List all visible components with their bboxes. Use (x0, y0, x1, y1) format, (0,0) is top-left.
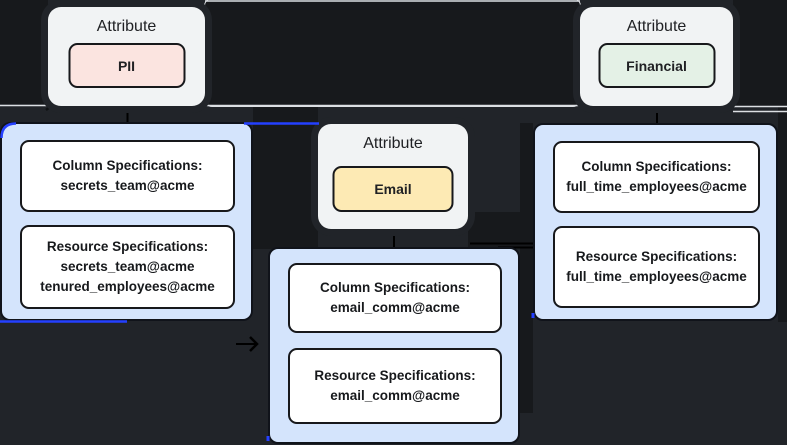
column-spec-value: email_comm@acme (330, 300, 460, 315)
attribute-pill-financial[interactable]: Financial (598, 43, 715, 88)
arrowhead-right-icon (249, 336, 259, 352)
dim-panel-between-containers (520, 123, 533, 413)
spec-container-secrets-team[interactable]: Column Specifications: secrets_team@acme… (0, 122, 253, 321)
resource-spec-title: Resource Specifications: (575, 248, 738, 264)
column-spec-value: full_time_employees@acme (566, 179, 747, 194)
resource-spec-title: Resource Specifications: (46, 238, 209, 254)
dim-panel-left-of-email (253, 107, 318, 249)
dim-panel-top-left (0, 0, 48, 104)
attribute-node-pii[interactable]: Attribute PII (48, 7, 205, 106)
column-spec-box[interactable]: Column Specifications: full_time_employe… (553, 141, 760, 213)
dim-panel-top-center (204, 0, 581, 107)
resource-spec-value: secrets_team@acme (60, 258, 195, 274)
attribute-node-email[interactable]: Attribute Email (318, 124, 468, 229)
resource-spec-value: tenured_employees@acme (40, 279, 215, 295)
attribute-node-title: Attribute (626, 18, 687, 35)
column-spec-title: Column Specifications: (581, 158, 732, 174)
column-spec-title: Column Specifications: (319, 279, 471, 295)
resource-spec-value: email_comm@acme (330, 388, 460, 403)
resource-spec-box[interactable]: Resource Specifications: full_time_emplo… (553, 226, 760, 308)
spec-container-full-time-employees[interactable]: Column Specifications: full_time_employe… (533, 123, 778, 321)
resource-spec-box[interactable]: Resource Specifications: secrets_team@ac… (20, 225, 235, 309)
attribute-node-title: Attribute (363, 135, 423, 152)
attribute-node-title: Attribute (96, 18, 157, 35)
column-spec-box[interactable]: Column Specifications: email_comm@acme (288, 263, 502, 333)
dim-panel-top-right (733, 0, 787, 106)
column-spec-value: secrets_team@acme (60, 178, 195, 193)
spec-container-email-comm[interactable]: Column Specifications: email_comm@acme R… (268, 247, 520, 444)
column-spec-box[interactable]: Column Specifications: secrets_team@acme (20, 140, 235, 212)
attribute-pill-pii[interactable]: PII (68, 43, 185, 88)
resource-spec-title: Resource Specifications: (314, 367, 476, 383)
dim-panel-far-right (778, 107, 787, 322)
column-spec-title: Column Specifications: (52, 157, 203, 173)
resource-spec-value: full_time_employees@acme (566, 269, 747, 284)
attribute-pill-email[interactable]: Email (332, 166, 454, 212)
attribute-node-financial[interactable]: Attribute Financial (580, 7, 733, 106)
resource-spec-box[interactable]: Resource Specifications: email_comm@acme (288, 348, 502, 424)
